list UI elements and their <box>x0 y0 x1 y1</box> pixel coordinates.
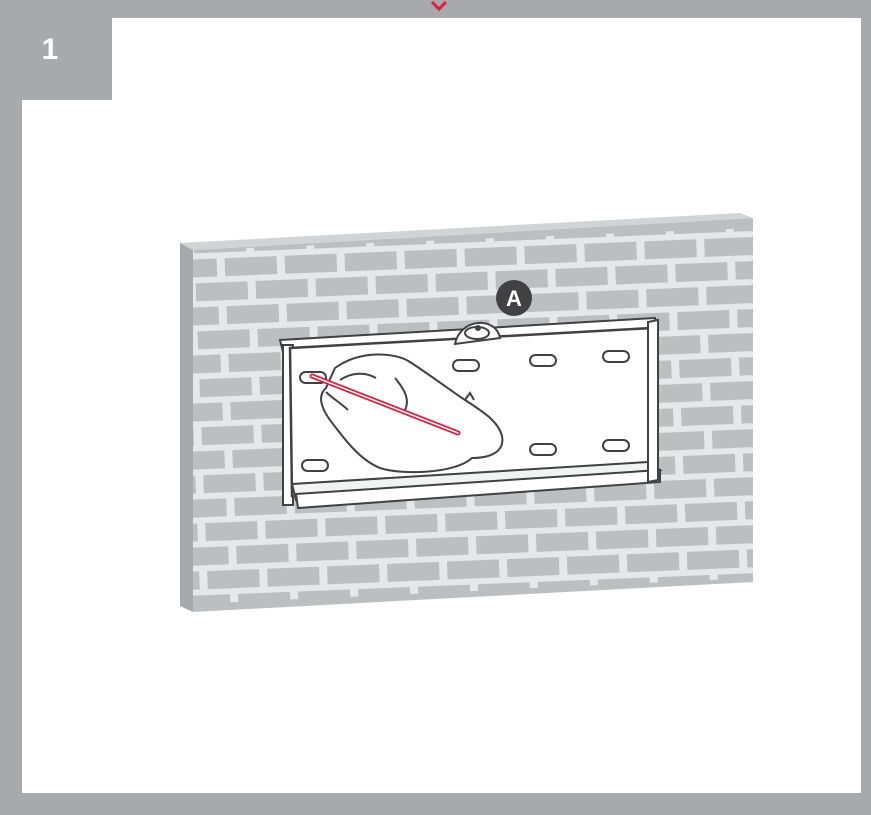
wall-top-edge <box>180 213 753 250</box>
wall-side-edge <box>180 243 193 612</box>
callout-a: A <box>496 280 532 316</box>
step-number: 1 <box>41 33 59 66</box>
callout-letter: A <box>506 286 522 311</box>
bubble-level-icon <box>453 322 502 346</box>
red-marker-icon <box>430 0 448 12</box>
pencil-icon <box>309 373 461 436</box>
step-number-badge: 1 <box>0 0 112 100</box>
